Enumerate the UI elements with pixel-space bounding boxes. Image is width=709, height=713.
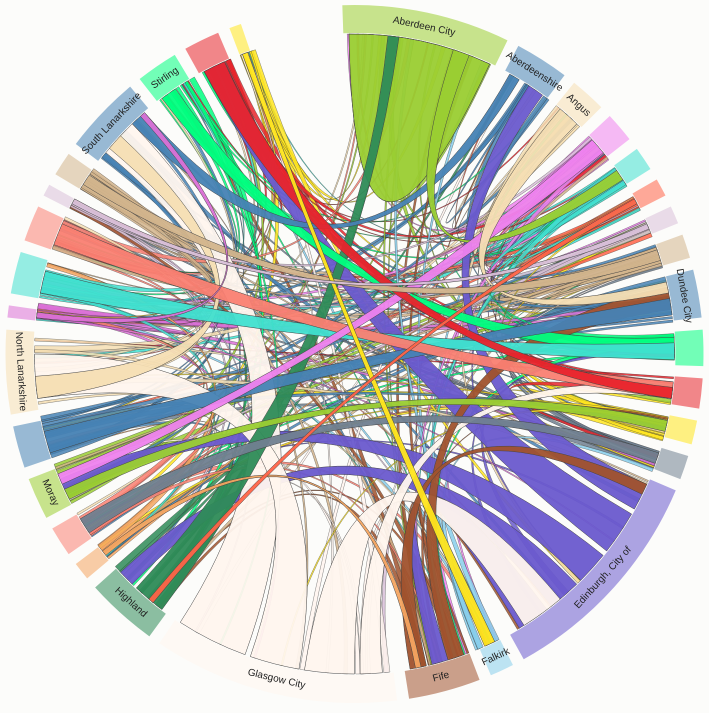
group-g-salmon[interactable] bbox=[52, 514, 92, 555]
group-arc-g-tan2[interactable] bbox=[55, 153, 92, 189]
group-arc-north-lanarkshire[interactable] bbox=[5, 329, 39, 415]
chord-g-violet-moray[interactable] bbox=[57, 139, 604, 485]
chord-g-yellow2-falkirk[interactable] bbox=[242, 52, 496, 647]
group-arc-aberdeenshire[interactable] bbox=[505, 45, 565, 98]
group-angus[interactable]: Angus bbox=[556, 82, 602, 128]
group-g-yellow2[interactable] bbox=[229, 24, 250, 55]
chord-g-sandybrown-fife[interactable] bbox=[101, 474, 422, 669]
chord-highland-aberdeen-city[interactable] bbox=[135, 35, 400, 610]
group-g-orchid[interactable] bbox=[7, 305, 37, 321]
chord-fife-edinburgh-city-of[interactable] bbox=[401, 445, 648, 670]
group-arc-g-turquoise2[interactable] bbox=[10, 251, 48, 299]
chord-g-slategray-g-salmon[interactable] bbox=[79, 415, 660, 534]
group-stirling[interactable]: Stirling bbox=[139, 54, 190, 102]
group-g-red[interactable] bbox=[671, 376, 703, 409]
group-arc-glasgow-city[interactable] bbox=[159, 620, 398, 703]
group-arc-g-tan[interactable] bbox=[656, 234, 690, 266]
group-arc-g-sandybrown[interactable] bbox=[75, 547, 109, 579]
chord-g-tomato-highland[interactable] bbox=[148, 198, 638, 604]
group-fife[interactable]: Fife bbox=[404, 653, 480, 699]
group-north-lanarkshire[interactable]: North Lanarkshire bbox=[5, 329, 39, 415]
chord-moray-g-yellow[interactable] bbox=[64, 398, 668, 500]
group-arc-g-springgreen[interactable] bbox=[674, 329, 704, 367]
group-arc-angus[interactable] bbox=[556, 82, 602, 128]
group-arc-g-thistle2[interactable] bbox=[43, 184, 74, 209]
group-arc-south-lanarkshire[interactable] bbox=[75, 86, 149, 161]
minor-chord bbox=[84, 179, 649, 483]
group-arc-g-salmon[interactable] bbox=[52, 514, 92, 555]
group-arc-g-yellow[interactable] bbox=[664, 415, 698, 445]
group-arc-g-yellow2[interactable] bbox=[229, 24, 250, 55]
group-g-steelblue2[interactable] bbox=[13, 420, 51, 468]
group-arc-highland[interactable] bbox=[95, 568, 166, 637]
group-arc-fife[interactable] bbox=[404, 653, 480, 699]
group-label-fife: Fife bbox=[432, 670, 451, 685]
chord-g-red2-g-red[interactable] bbox=[203, 61, 674, 399]
group-arc-g-steelblue2[interactable] bbox=[13, 420, 51, 468]
group-arc-g-salmon2[interactable] bbox=[24, 206, 64, 250]
chord-glasgow-city-edinburgh-city-of[interactable] bbox=[304, 491, 561, 675]
chords-layer bbox=[34, 33, 675, 675]
group-g-tan[interactable] bbox=[656, 234, 690, 266]
group-g-turquoise[interactable] bbox=[614, 148, 651, 184]
chord-south-lanarkshire-aberdeenshire[interactable] bbox=[131, 73, 520, 230]
chord-north-lanarkshire-south-lanarkshire[interactable] bbox=[35, 135, 221, 399]
group-g-turquoise2[interactable] bbox=[10, 251, 48, 299]
group-arc-g-thistle[interactable] bbox=[645, 206, 679, 234]
group-g-tomato[interactable] bbox=[632, 179, 666, 209]
group-moray[interactable]: Moray bbox=[28, 469, 72, 518]
group-g-springgreen[interactable] bbox=[674, 329, 704, 367]
group-g-slategray[interactable] bbox=[654, 447, 689, 480]
group-arc-falkirk[interactable] bbox=[479, 640, 513, 676]
group-arc-g-red[interactable] bbox=[671, 376, 703, 409]
group-g-violet[interactable] bbox=[589, 115, 630, 157]
minor-chord bbox=[106, 196, 635, 560]
chord-g-turquoise2-g-springgreen[interactable] bbox=[40, 270, 675, 360]
group-g-yellow[interactable] bbox=[664, 415, 698, 445]
group-arc-aberdeen-city[interactable] bbox=[342, 5, 508, 66]
group-arc-g-slategray[interactable] bbox=[654, 447, 689, 480]
group-g-red2[interactable] bbox=[185, 32, 230, 74]
group-g-tan2[interactable] bbox=[55, 153, 92, 189]
group-arc-edinburgh-city-of[interactable] bbox=[510, 479, 676, 660]
group-dundee-city[interactable]: Dundee City bbox=[665, 268, 702, 324]
group-arc-g-tomato[interactable] bbox=[632, 179, 666, 209]
group-g-thistle[interactable] bbox=[645, 206, 679, 234]
group-arc-stirling[interactable] bbox=[139, 54, 190, 102]
group-falkirk[interactable]: Falkirk bbox=[479, 640, 513, 676]
group-g-sandybrown[interactable] bbox=[75, 547, 109, 579]
group-arc-moray[interactable] bbox=[28, 469, 72, 518]
group-g-thistle2[interactable] bbox=[43, 184, 74, 209]
group-label-north-lanarkshire: North Lanarkshire bbox=[13, 332, 28, 412]
chord-g-steelblue2-dundee-city[interactable] bbox=[43, 298, 673, 454]
group-glasgow-city[interactable]: Glasgow City bbox=[159, 620, 398, 703]
chord-aberdeen-city-g-turquoise[interactable] bbox=[426, 49, 624, 244]
group-arc-g-orchid[interactable] bbox=[7, 305, 37, 321]
minor-chord bbox=[492, 180, 641, 276]
group-aberdeen-city[interactable]: Aberdeen City bbox=[342, 5, 508, 66]
chord-g-orchid-south-lanarkshire[interactable] bbox=[36, 112, 229, 323]
group-arc-dundee-city[interactable] bbox=[665, 269, 702, 321]
chord-g-thistle-g-thistle2[interactable] bbox=[71, 198, 650, 286]
minor-chord bbox=[51, 181, 212, 289]
group-g-salmon2[interactable] bbox=[24, 206, 64, 250]
group-arc-g-red2[interactable] bbox=[185, 32, 230, 74]
group-arc-g-turquoise[interactable] bbox=[614, 148, 651, 184]
group-arc-g-violet[interactable] bbox=[589, 115, 630, 157]
chord-angus-dundee-city[interactable] bbox=[478, 108, 669, 306]
